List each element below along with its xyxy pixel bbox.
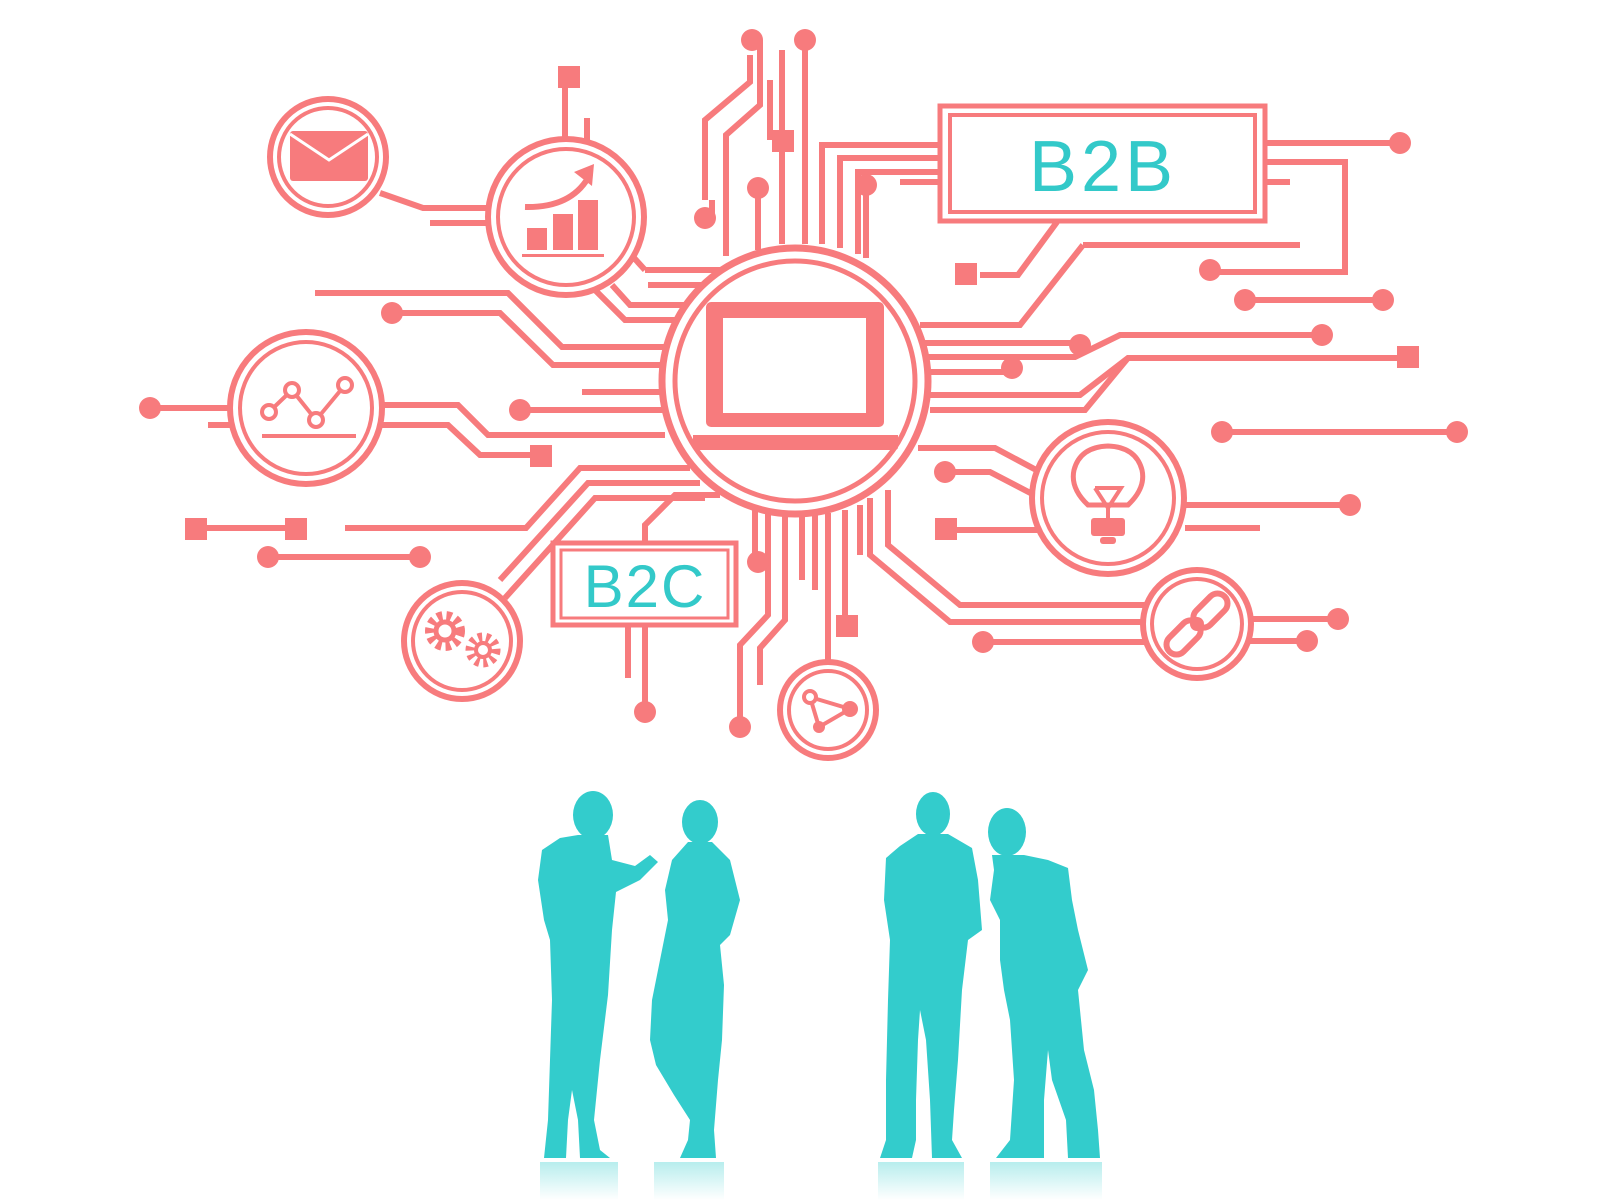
gears-node bbox=[401, 580, 523, 702]
person-silhouette bbox=[650, 800, 740, 1158]
person-silhouette bbox=[880, 792, 982, 1158]
growth-chart-icon bbox=[522, 164, 604, 257]
line-graph-icon bbox=[260, 376, 356, 438]
b2c-label: B2C bbox=[584, 553, 707, 620]
b2b-box: B2B bbox=[937, 103, 1268, 224]
growth-chart-node bbox=[485, 136, 647, 298]
lightbulb-node bbox=[1029, 419, 1187, 577]
circuit-terminal-dots bbox=[139, 29, 1468, 738]
link-chain-icon bbox=[1163, 590, 1231, 658]
people-silhouettes bbox=[538, 791, 1100, 1158]
circuit-terminal-squares bbox=[185, 66, 1419, 637]
person-silhouette bbox=[988, 808, 1100, 1158]
b2b-label: B2B bbox=[1029, 127, 1177, 207]
envelope-node bbox=[267, 96, 389, 218]
circuit-traces bbox=[150, 40, 1455, 725]
envelope-icon bbox=[289, 131, 369, 181]
line-graph-node bbox=[227, 329, 385, 487]
share-network-node bbox=[777, 659, 879, 761]
lightbulb-icon bbox=[1070, 443, 1146, 544]
b2c-box: B2C bbox=[550, 540, 739, 628]
people-reflection bbox=[540, 1162, 1102, 1200]
hub-node bbox=[658, 244, 932, 518]
person-silhouette bbox=[538, 791, 658, 1158]
gears-icon bbox=[425, 611, 501, 668]
share-network-icon bbox=[802, 689, 858, 733]
link-chain-node bbox=[1140, 567, 1254, 681]
laptop-icon bbox=[693, 302, 898, 450]
